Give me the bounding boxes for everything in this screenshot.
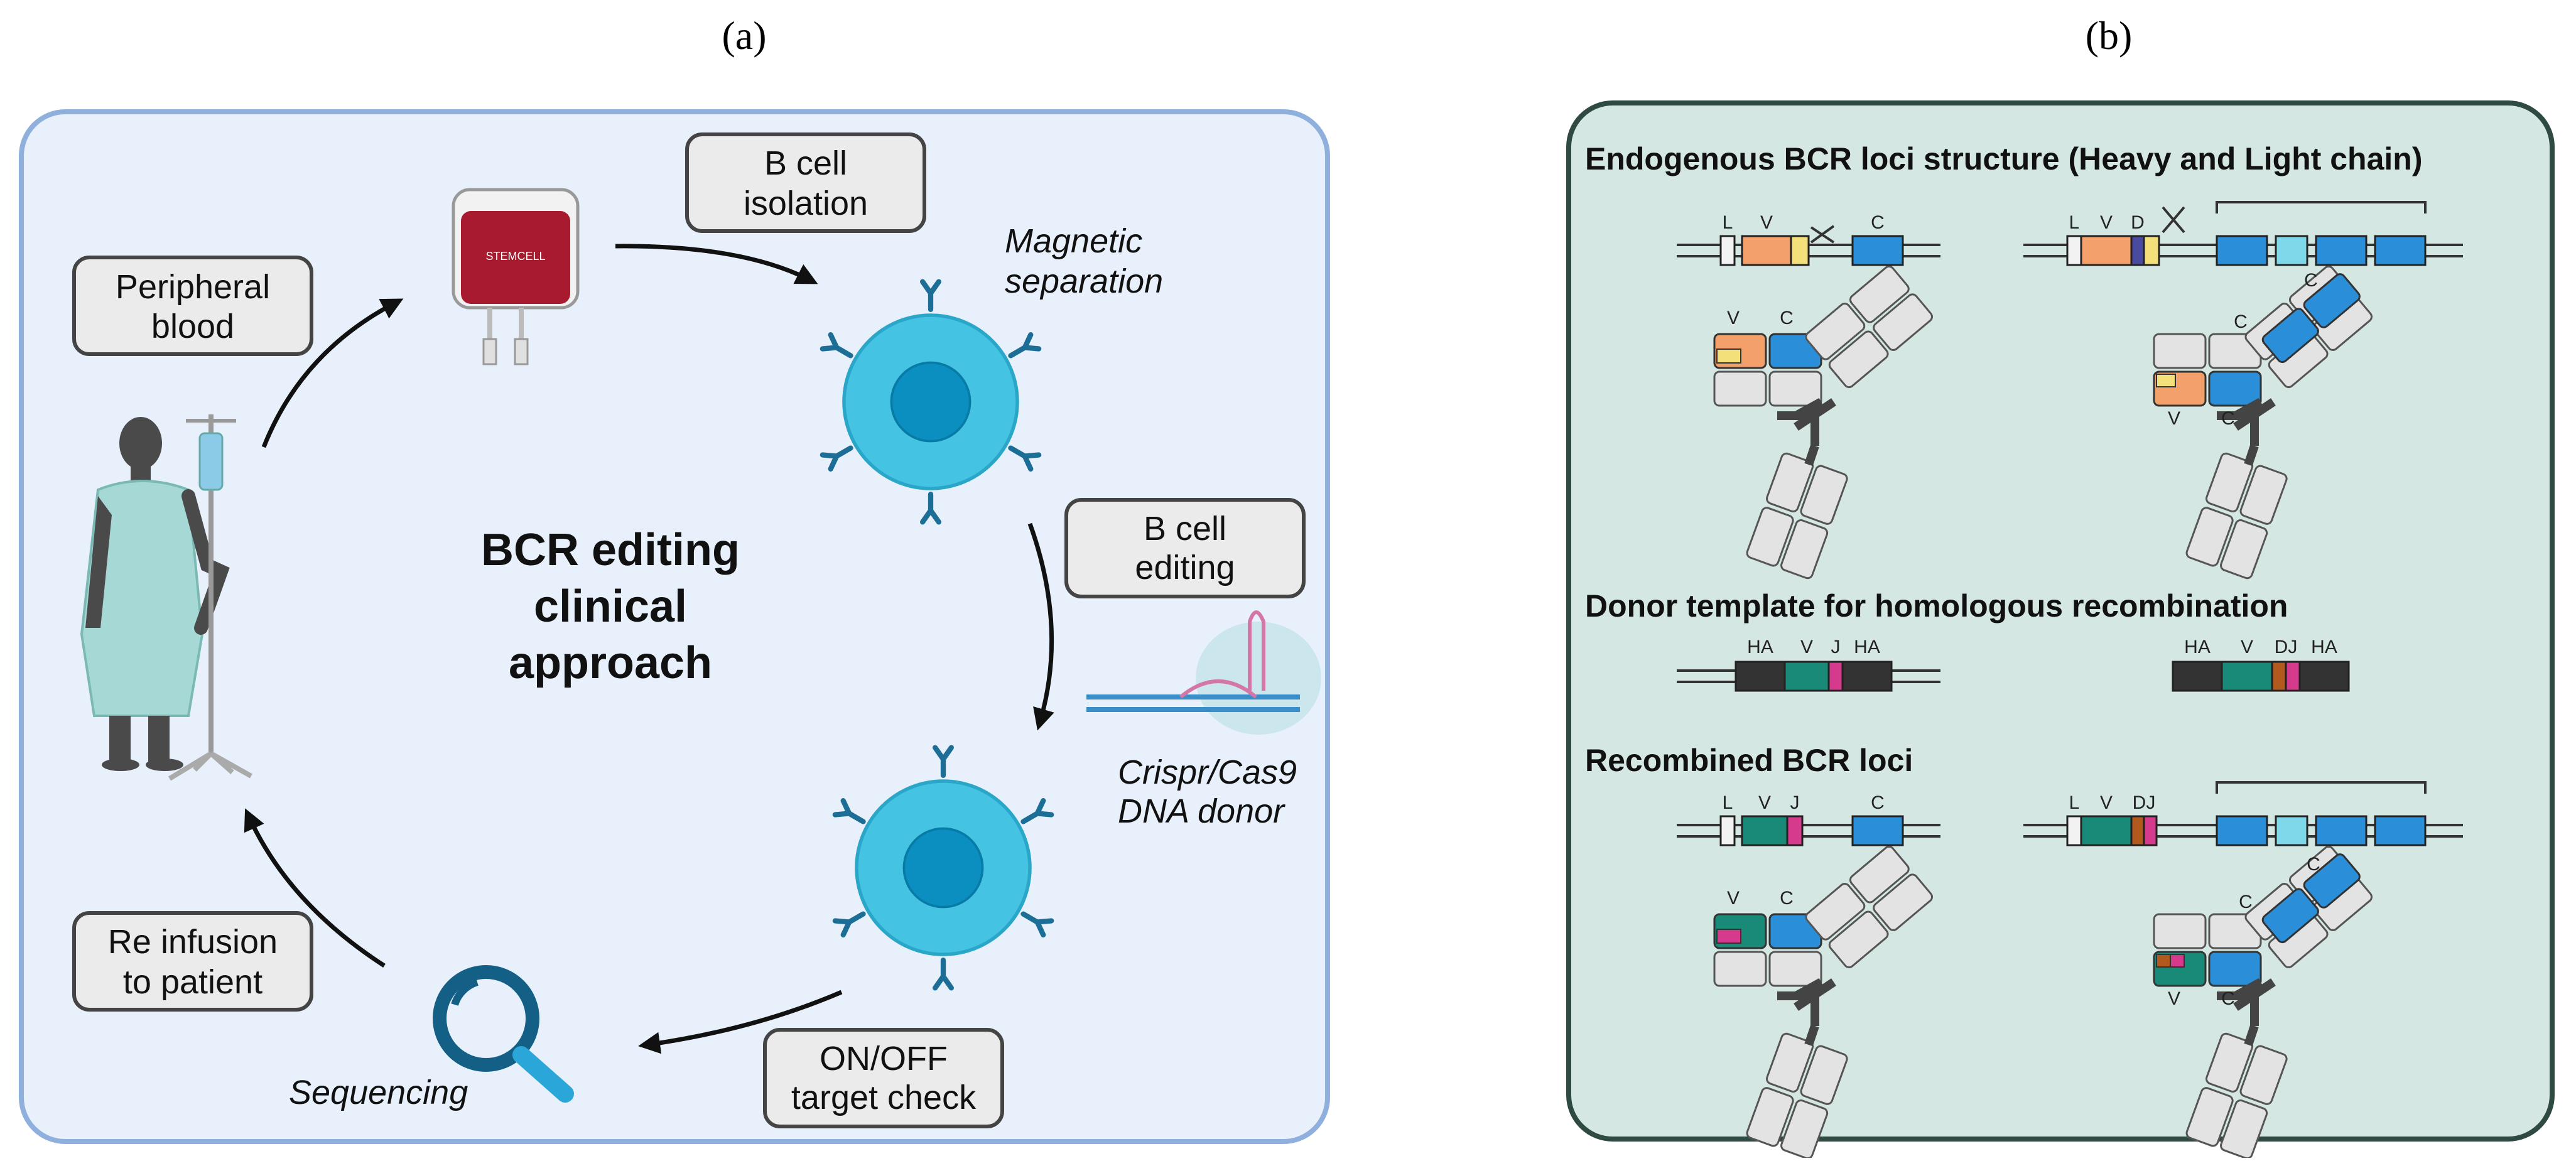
svg-text:V: V: [2241, 637, 2253, 657]
arrow-blood-to-bag: [261, 298, 404, 448]
arrow-bag-to-isolation: [615, 244, 818, 284]
svg-text:J: J: [1790, 792, 1800, 813]
section-endogenous: Endogenous BCR loci structure (Heavy and…: [1585, 141, 2422, 176]
arrow-to-editing: [1027, 522, 1054, 731]
endogenous-light-antibody: V C: [1713, 264, 1934, 580]
svg-text:B cell: B cell: [1144, 510, 1226, 548]
svg-text:DJ: DJ: [2133, 792, 2156, 813]
svg-text:V: V: [2100, 792, 2113, 813]
label-b-cell-editing: B cell editing: [1064, 498, 1306, 598]
label-reinfusion: Re infusion to patient: [72, 911, 313, 1012]
label-sequencing: Sequencing: [289, 1074, 468, 1111]
svg-text:C: C: [2234, 311, 2248, 332]
svg-text:C: C: [1871, 212, 1885, 233]
donor-light-template: HA V J HA: [1677, 637, 1940, 692]
svg-text:V: V: [1727, 308, 1740, 328]
svg-text:C: C: [2239, 892, 2253, 912]
svg-text:HA: HA: [1854, 637, 1880, 657]
arrow-to-sequencing: [638, 990, 843, 1054]
svg-text:BCR editing: BCR editing: [481, 525, 740, 575]
svg-text:clinical: clinical: [534, 581, 687, 632]
section-donor: Donor template for homologous recombinat…: [1585, 588, 2288, 624]
svg-text:V: V: [2100, 212, 2113, 233]
svg-text:C: C: [2307, 854, 2320, 875]
svg-text:HA: HA: [2184, 637, 2211, 657]
sequencing-magnifier-icon: [433, 965, 574, 1103]
svg-text:to patient: to patient: [123, 963, 262, 1001]
svg-text:V: V: [1800, 637, 1813, 657]
section-recombined: Recombined BCR loci: [1585, 743, 1913, 778]
recombined-light-antibody: V C: [1713, 845, 1934, 1158]
svg-text:V: V: [1760, 212, 1773, 233]
panel-b-letter: (b): [2086, 13, 2133, 58]
svg-text:blood: blood: [151, 308, 234, 345]
svg-text:Magnetic: Magnetic: [1005, 222, 1142, 260]
svg-text:HA: HA: [1747, 637, 1773, 657]
crispr-dna-icon: [1086, 610, 1321, 735]
svg-text:ON/OFF: ON/OFF: [820, 1040, 948, 1077]
center-title: BCR editing clinical approach: [481, 525, 740, 688]
recombined-light-locus: L V J C: [1677, 792, 1940, 846]
svg-text:Re infusion: Re infusion: [108, 923, 278, 961]
svg-text:B cell: B cell: [764, 144, 847, 182]
svg-text:V: V: [2168, 408, 2180, 429]
endogenous-heavy-antibody: V C C C: [2153, 264, 2374, 580]
label-magnetic-separation: Magnetic separation: [1005, 222, 1163, 300]
svg-text:target check: target check: [791, 1079, 977, 1116]
svg-text:Crispr/Cas9: Crispr/Cas9: [1118, 753, 1297, 791]
svg-text:DJ: DJ: [2275, 637, 2298, 657]
svg-text:editing: editing: [1135, 549, 1235, 586]
svg-text:C: C: [1780, 308, 1794, 328]
recombined-heavy-locus: L V DJ: [2023, 781, 2463, 846]
svg-text:isolation: isolation: [744, 185, 868, 222]
svg-text:HA: HA: [2311, 637, 2337, 657]
svg-text:J: J: [1831, 637, 1841, 657]
panel-a-letter: (a): [722, 13, 766, 58]
arrow-to-patient: [244, 808, 386, 968]
svg-text:L: L: [2069, 212, 2080, 233]
svg-text:V: V: [1758, 792, 1771, 813]
svg-text:C: C: [1871, 792, 1885, 813]
svg-text:C: C: [2304, 270, 2318, 291]
svg-text:C: C: [2221, 988, 2235, 1009]
blood-bag-icon: STEMCELL: [452, 188, 580, 365]
svg-text:V: V: [2168, 988, 2180, 1009]
svg-text:STEMCELL: STEMCELL: [485, 250, 545, 262]
label-b-cell-isolation: B cell isolation: [685, 132, 926, 233]
endogenous-heavy-locus: L V D: [2023, 201, 2463, 266]
endogenous-light-locus: L V C: [1677, 212, 1940, 266]
svg-text:V: V: [1727, 888, 1740, 909]
svg-text:approach: approach: [509, 638, 712, 688]
svg-text:D: D: [2131, 212, 2145, 233]
svg-text:C: C: [1780, 888, 1794, 909]
svg-text:L: L: [1723, 792, 1733, 813]
donor-heavy-template: HA V DJ HA: [2172, 637, 2350, 692]
label-on-off-target: ON/OFF target check: [763, 1028, 1004, 1128]
svg-text:L: L: [1723, 212, 1733, 233]
label-peripheral-blood: Peripheral blood: [72, 256, 313, 356]
svg-text:DNA donor: DNA donor: [1118, 792, 1285, 830]
recombined-heavy-antibody: V C C C: [2153, 845, 2374, 1158]
svg-text:Peripheral: Peripheral: [116, 268, 270, 306]
svg-text:separation: separation: [1005, 262, 1163, 300]
svg-text:C: C: [2221, 408, 2235, 429]
label-crispr: Crispr/Cas9 DNA donor: [1118, 753, 1297, 830]
patient-icon: [80, 414, 252, 781]
svg-text:L: L: [2069, 792, 2080, 813]
